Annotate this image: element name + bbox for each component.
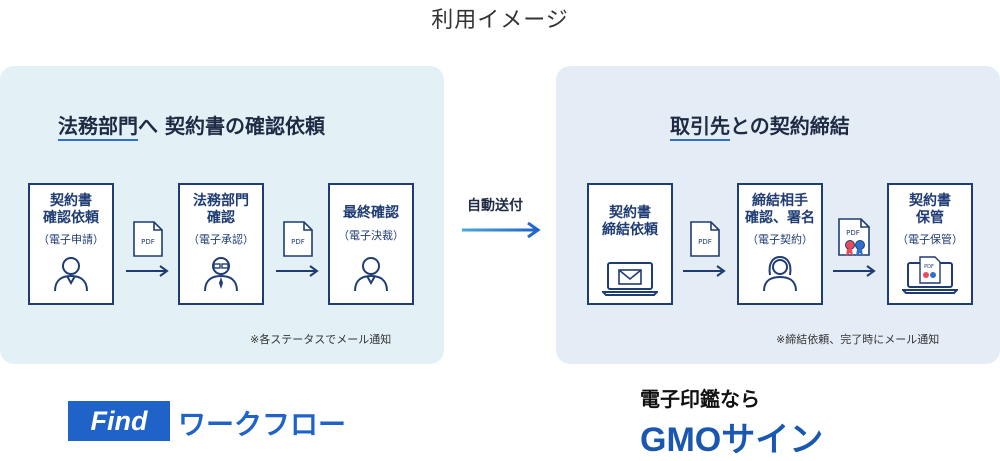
step-sub: （電子申請） xyxy=(38,233,104,246)
left-title-rest: へ 契約書の確認依頼 xyxy=(138,114,325,138)
step-sub: （電子保管） xyxy=(897,233,963,246)
arrow-right-icon xyxy=(833,265,876,277)
find-logo-box: Find xyxy=(68,401,170,441)
left-title-underlined: 法務部門 xyxy=(58,114,138,138)
person-glasses-icon xyxy=(204,257,238,292)
arrow-right-icon xyxy=(126,265,169,277)
right-title-rest: との契約締結 xyxy=(730,114,850,138)
certificate-pdf-icon: PDF xyxy=(838,218,870,256)
pdf-label: PDF xyxy=(924,264,934,270)
step-storage-card: 契約書 保管 （電子保管） PDF xyxy=(887,183,973,305)
gmo-tagline: 電子印鑑なら xyxy=(640,387,760,411)
step-sign-card: 締結相手 確認、署名 （電子契約） xyxy=(737,183,823,305)
left-note: ※各ステータスでメール通知 xyxy=(250,333,392,346)
laptop-mail-icon xyxy=(602,262,658,296)
step-label: 契約書 保管 xyxy=(909,193,951,226)
step-sub: （電子決裁） xyxy=(338,229,404,242)
right-note: ※締結依頼、完了時にメール通知 xyxy=(776,333,940,346)
woman-icon xyxy=(763,255,797,292)
step-label: 契約書 確認依頼 xyxy=(43,193,99,226)
right-title-underlined: 取引先 xyxy=(670,114,730,138)
page-title: 利用イメージ xyxy=(431,8,569,33)
step-sub: （電子契約） xyxy=(747,233,813,246)
pdf-label: PDF xyxy=(141,238,155,246)
step-label: 締結相手 確認、署名 xyxy=(745,193,815,226)
step-label: 最終確認 xyxy=(343,205,399,221)
step-label: 契約書 締結依頼 xyxy=(602,205,658,238)
auto-send-label: 自動送付 xyxy=(467,198,523,214)
arrow-right-icon xyxy=(683,265,726,277)
arrow-right-icon xyxy=(462,222,541,238)
pdf-label: PDF xyxy=(846,229,860,237)
step-legal-card: 法務部門 確認 （電子承認） xyxy=(178,183,264,305)
person-icon xyxy=(354,257,388,292)
right-panel-title: 取引先との契約締結 xyxy=(670,110,850,139)
step-request-card: 契約書 確認依頼 （電子申請） xyxy=(28,183,114,305)
pdf-icon: PDF xyxy=(133,221,163,257)
step-contract-request-card: 契約書 締結依頼 xyxy=(587,183,673,305)
pdf-icon: PDF xyxy=(690,221,720,257)
arrow-right-icon xyxy=(276,265,319,277)
pdf-icon: PDF xyxy=(283,221,313,257)
left-panel-title: 法務部門へ 契約書の確認依頼 xyxy=(58,110,325,139)
step-sub: （電子承認） xyxy=(188,233,254,246)
gmo-logo: GMOサイン xyxy=(640,421,824,459)
person-icon xyxy=(54,257,88,292)
step-label: 法務部門 確認 xyxy=(193,193,249,226)
pdf-label: PDF xyxy=(291,238,305,246)
find-logo-text: ワークフロー xyxy=(178,408,347,441)
pdf-label: PDF xyxy=(698,238,712,246)
step-final-card: 最終確認 （電子決裁） xyxy=(328,183,414,305)
laptop-certificate-icon: PDF xyxy=(902,256,958,294)
